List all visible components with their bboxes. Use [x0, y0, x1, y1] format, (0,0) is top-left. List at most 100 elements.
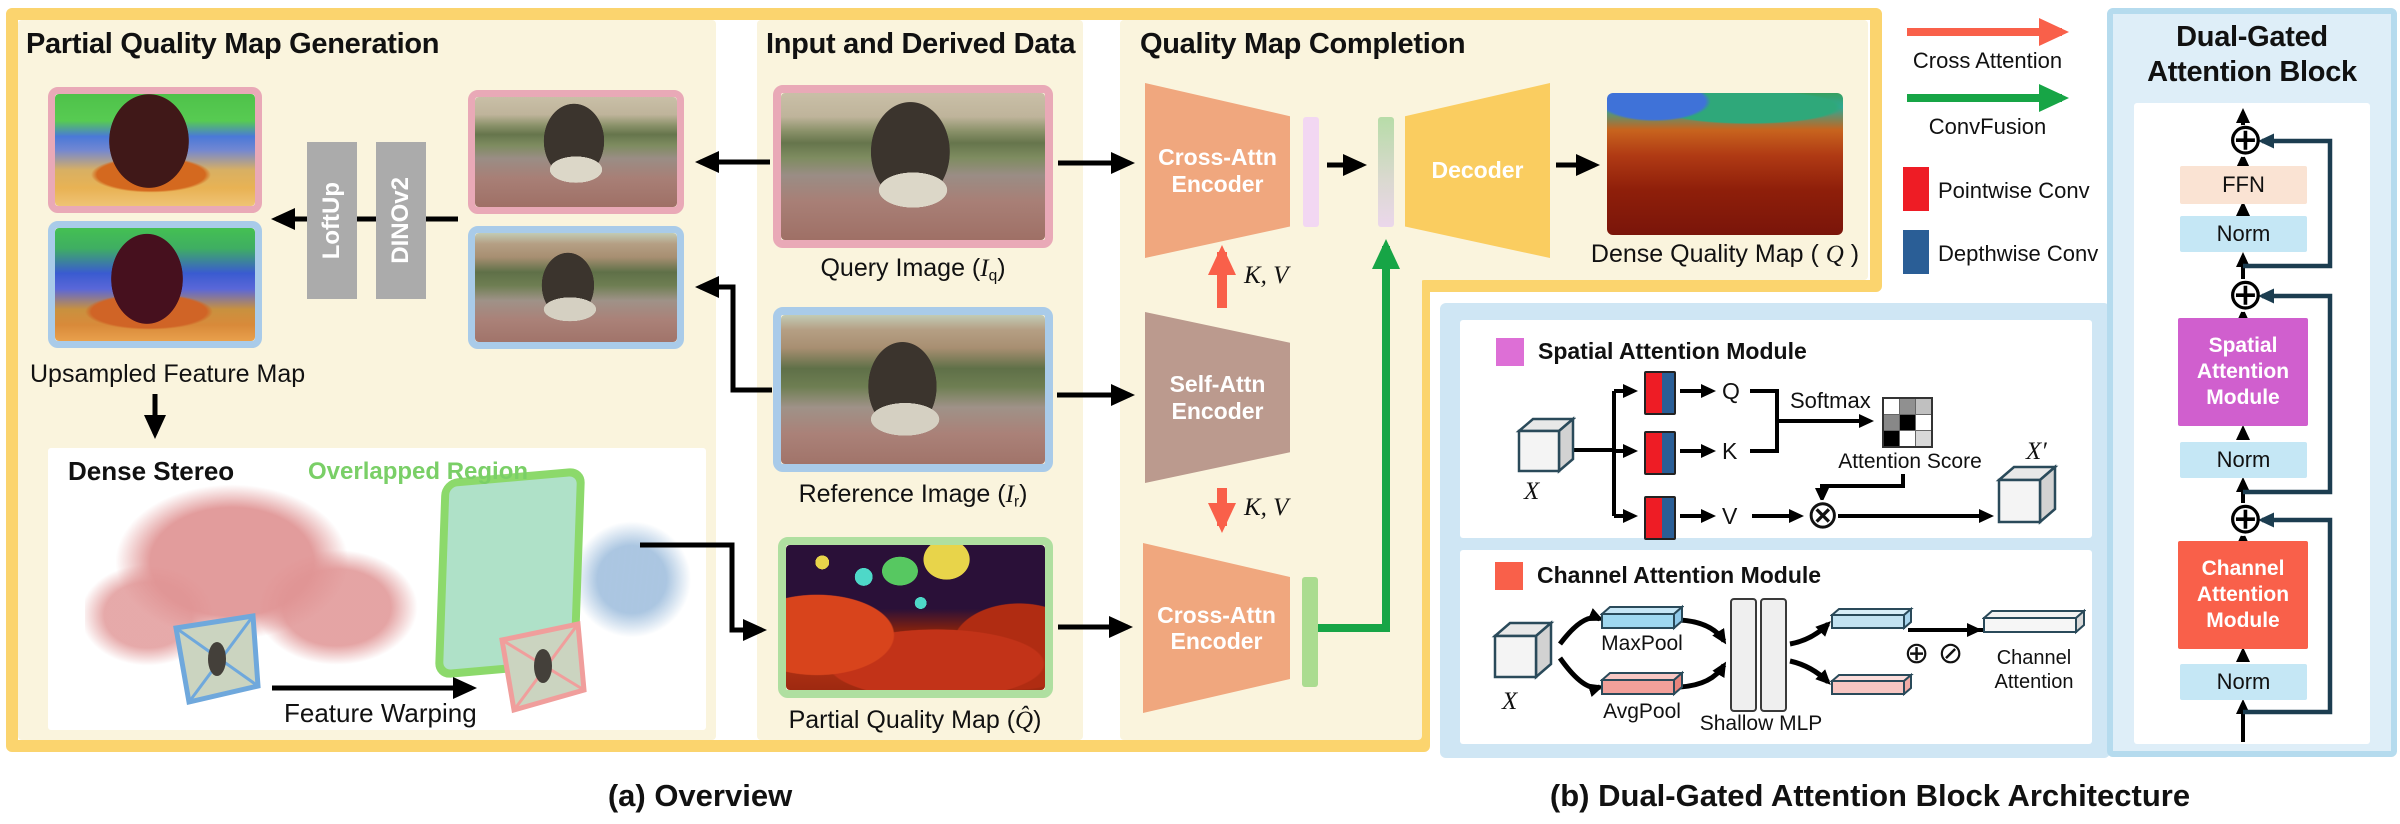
attention-score-grid — [1882, 397, 1933, 448]
dinov2-label: DINOv2 — [387, 177, 414, 264]
attention-score-label: Attention Score — [1838, 450, 1982, 473]
dense-quality-map-label: Dense Quality Map ( Q ) — [1590, 240, 1860, 268]
loftup-box: LoftUp — [307, 142, 357, 299]
block-title: Dual-Gated Attention Block — [2147, 21, 2357, 88]
mlp-layer-2 — [1760, 598, 1787, 712]
pqmg-title: Partial Quality Map Generation — [26, 28, 440, 60]
k-label: K — [1722, 438, 1738, 464]
legend-pointwise-label: Pointwise Conv — [1938, 178, 2090, 203]
kv-label-bottom: K, V — [1244, 494, 1289, 521]
avgpool-bar — [1600, 670, 1684, 697]
norm-box-1: Norm — [2180, 216, 2307, 252]
maxpool-label: MaxPool — [1601, 632, 1683, 655]
feature-map-query — [48, 87, 262, 213]
cross-attn-encoder-2-label: Cross-Attn Encoder — [1157, 601, 1276, 654]
shallow-mlp-label: Shallow MLP — [1699, 712, 1823, 735]
maxpool-bar — [1600, 604, 1684, 631]
norm-box-3: Norm — [2180, 664, 2307, 700]
legend-depthwise-label: Depthwise Conv — [1938, 241, 2099, 266]
x-prime-label: X′ — [2026, 438, 2047, 465]
query-image-label: Query Image (Iq) — [820, 254, 1006, 285]
spatial-module-title: Spatial Attention Module — [1538, 338, 1807, 364]
oplus-icon-bottom: ⊕ — [2227, 494, 2264, 543]
channel-out-max-bar — [1830, 606, 1914, 631]
channel-attention-module-box: Channel Attention Module — [2178, 541, 2308, 649]
feature-map-reference-image — [55, 228, 255, 341]
tensor-cube-x-prime — [1995, 464, 2059, 525]
spatial-attention-module-label: Spatial Attention Module — [2196, 333, 2290, 410]
reference-image — [773, 307, 1053, 472]
dense-quality-map — [1607, 93, 1843, 235]
completion-title: Quality Map Completion — [1140, 28, 1466, 60]
caption-block: (b) Dual-Gated Attention Block Architect… — [1549, 778, 2191, 813]
query-image-photo — [781, 93, 1045, 240]
query-image — [773, 85, 1053, 248]
norm-label-1: Norm — [2216, 221, 2271, 246]
latent-bar-green — [1302, 577, 1318, 687]
self-attn-encoder: Self-Attn Encoder — [1145, 312, 1290, 483]
softmax-label: Softmax — [1790, 388, 1871, 413]
channel-attention-label: Channel Attention — [1994, 647, 2074, 693]
camera-frustum-pink — [499, 620, 587, 714]
avgpool-label: AvgPool — [1603, 700, 1681, 723]
loftup-label: LoftUp — [318, 181, 345, 260]
thumb-query-photo — [468, 90, 684, 214]
upsampled-feature-map-label: Upsampled Feature Map — [30, 360, 306, 388]
legend-depthwise-swatch — [1903, 230, 1929, 274]
channel-out-avg-bar — [1830, 672, 1914, 697]
tensor-cube-x-spatial — [1515, 416, 1576, 474]
partial-quality-map-image — [786, 545, 1045, 690]
self-attn-encoder-label: Self-Attn Encoder — [1169, 371, 1266, 424]
ffn-box: FFN — [2180, 166, 2307, 204]
overlapped-region-label: Overlapped Region — [308, 458, 529, 485]
thumb-reference-photo-image — [475, 233, 677, 342]
decoder-label: Decoder — [1431, 157, 1524, 184]
spatial-x-label: X — [1524, 478, 1540, 505]
oplus-channel-icon: ⊕ — [1904, 637, 1930, 670]
decoder: Decoder — [1405, 83, 1550, 258]
dense-stereo-title: Dense Stereo — [68, 456, 235, 486]
q-label: Q — [1722, 378, 1740, 404]
norm-label-2: Norm — [2216, 447, 2271, 472]
channel-module-swatch — [1495, 562, 1523, 590]
reference-image-label: Reference Image (Ir) — [798, 480, 1028, 511]
channel-x-label: X — [1502, 688, 1518, 715]
input-data-title: Input and Derived Data — [766, 28, 1076, 60]
legend-convfusion-label: ConvFusion — [1928, 114, 2047, 139]
point-cloud-pink — [85, 482, 435, 672]
camera-frustum-blue — [173, 613, 261, 706]
channel-attention-bar — [1982, 608, 2086, 635]
dinov2-box: DINOv2 — [376, 142, 426, 299]
conv-bar-q — [1644, 371, 1676, 415]
caption-overview: (a) Overview — [607, 778, 793, 813]
thumb-reference-photo — [468, 226, 684, 349]
spatial-attention-module-box: Spatial Attention Module — [2178, 318, 2308, 426]
otimes-icon: ⊗ — [1806, 493, 1840, 537]
thumb-query-photo-image — [475, 97, 677, 207]
v-label: V — [1722, 503, 1738, 529]
feature-warping-label: Feature Warping — [284, 698, 477, 728]
norm-box-2: Norm — [2180, 442, 2307, 478]
feature-map-query-image — [55, 94, 255, 206]
partial-quality-map — [778, 537, 1053, 698]
spatial-module-swatch — [1496, 338, 1524, 366]
oslash-channel-icon: ⊘ — [1938, 637, 1964, 670]
reference-image-photo — [781, 315, 1045, 464]
oplus-icon-mid: ⊕ — [2227, 270, 2264, 319]
cross-attn-encoder-1-label: Cross-Attn Encoder — [1158, 144, 1277, 197]
conv-bar-v — [1644, 496, 1676, 540]
cross-attn-encoder-1: Cross-Attn Encoder — [1145, 83, 1290, 258]
latent-bar-fused — [1378, 117, 1394, 227]
partial-quality-map-label: Partial Quality Map (Q̂) — [788, 706, 1042, 734]
latent-bar-pink — [1303, 117, 1319, 227]
legend-cross-attention-label: Cross Attention — [1912, 48, 2063, 73]
mlp-layer-1 — [1730, 598, 1757, 712]
conv-bar-k — [1644, 431, 1676, 475]
kv-label-top: K, V — [1244, 262, 1289, 289]
channel-attention-module-label: Channel Attention Module — [2196, 556, 2290, 633]
oplus-icon-top: ⊕ — [2227, 115, 2264, 164]
dense-quality-map-image — [1607, 93, 1843, 235]
channel-module-title: Channel Attention Module — [1537, 562, 1822, 588]
norm-label-3: Norm — [2216, 669, 2271, 694]
